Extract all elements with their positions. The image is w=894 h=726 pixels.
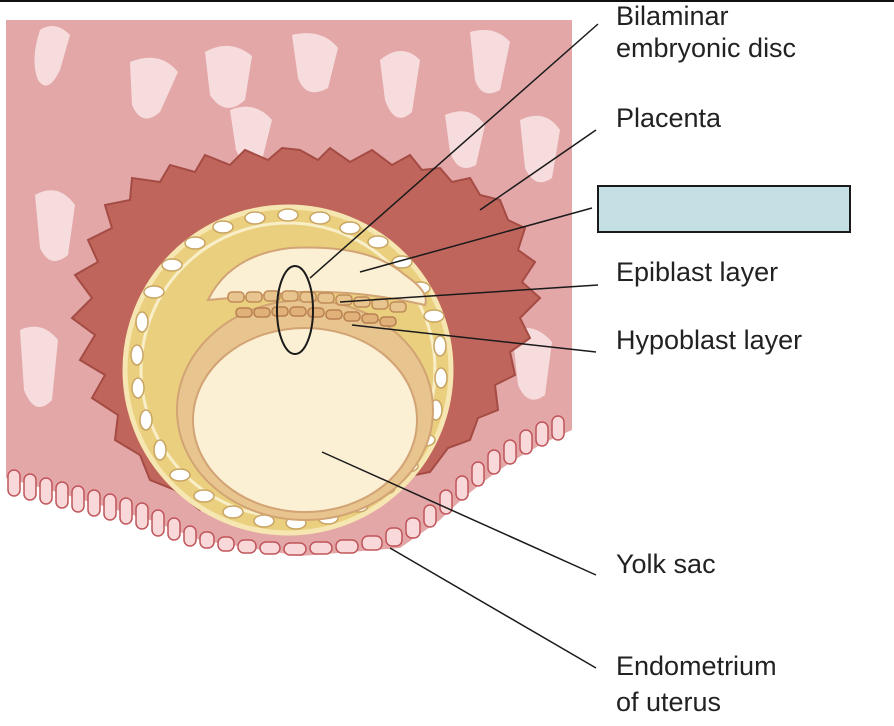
leader-blank [359,207,593,273]
label-epiblast: Epiblast layer [616,257,779,287]
epiblast-cells [227,290,407,313]
label-bilaminar-line1: Bilaminar [616,1,729,31]
uterine-gland-11 [230,106,272,165]
label-bilaminar-line2: embryonic disc [616,33,797,63]
leader-epiblast [339,284,599,303]
label-yolk-sac: Yolk sac [616,549,716,579]
uterine-gland-2 [130,57,178,119]
hypoblast-cells [235,306,397,327]
leader-lines [309,23,599,669]
uterine-gland-8 [35,190,75,262]
uterine-gland-7 [520,115,560,183]
uterine-gland-1 [34,26,70,86]
bilaminar-disc-highlight [276,265,314,355]
leader-yolk-sac [321,451,597,576]
uterine-gland-3 [205,45,252,108]
label-endometrium-line2: of uterus [616,687,722,717]
uterine-gland-12 [445,111,485,169]
leader-bilaminar [309,23,599,279]
blank-label-box [597,185,851,233]
leader-hypoblast [351,324,597,353]
uterine-gland-9 [20,326,58,408]
leader-placenta [479,129,597,211]
uterine-gland-4 [292,33,338,93]
uterine-epithelium [7,415,565,556]
label-hypoblast: Hypoblast layer [616,325,803,355]
uterine-gland-5 [380,51,420,118]
label-endometrium-line1: Endometrium [616,651,777,681]
uterine-gland-6 [470,29,510,94]
yolk-sac-cavity [192,327,418,513]
label-placenta: Placenta [616,103,722,133]
leader-endometrium [389,547,597,669]
frame-top-border [0,0,894,2]
